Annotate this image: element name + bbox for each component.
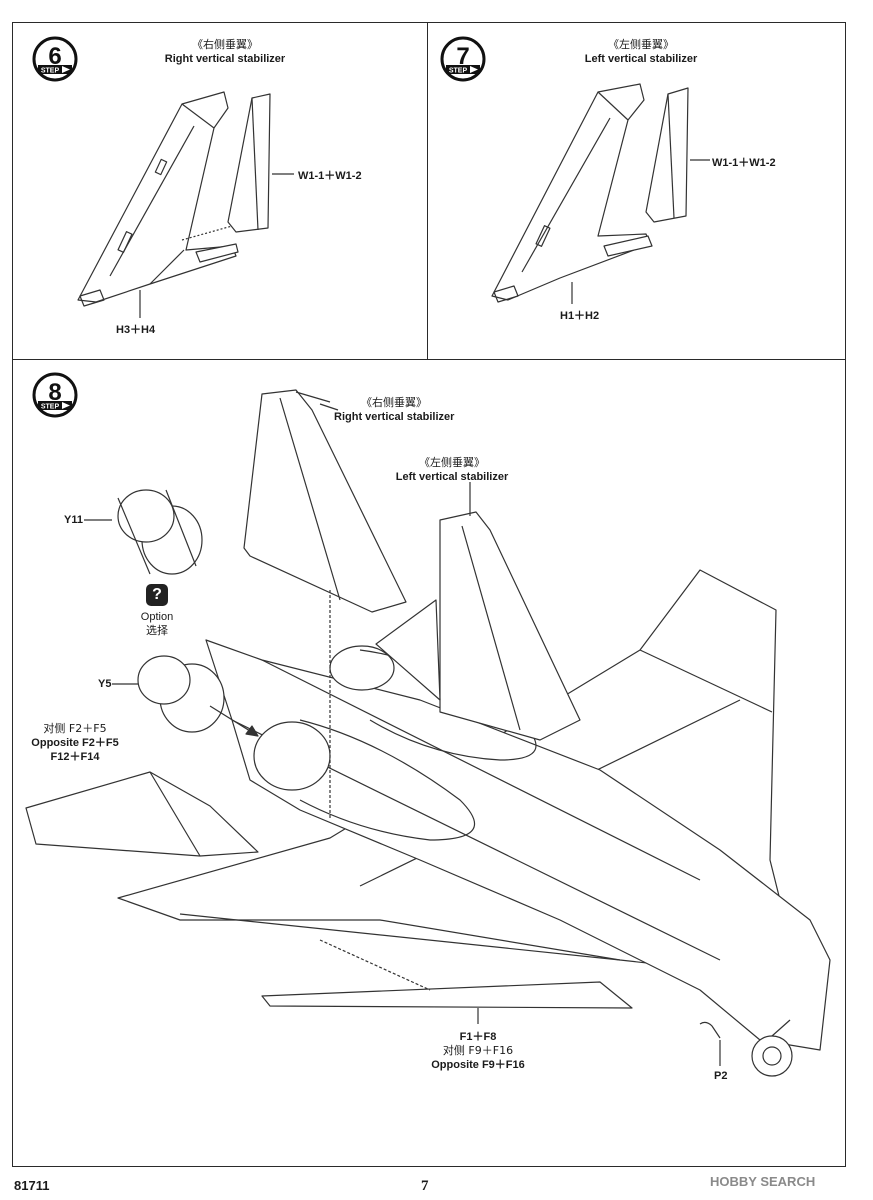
step-8-stab-parts: 对侧 F2＋F5 Opposite F2＋F5 F12＋F14 xyxy=(31,722,119,763)
step-6-title-en: Right vertical stabilizer xyxy=(164,53,286,65)
nozzle-y5 xyxy=(137,655,259,737)
step-6-title: 《右侧垂翼》 Right vertical stabilizer xyxy=(150,38,300,66)
svg-text:STEP: STEP xyxy=(41,68,60,75)
kit-code: 81711 xyxy=(14,1178,50,1193)
step-8-right-stab-label: 《右侧垂翼》 Right vertical stabilizer xyxy=(334,396,455,423)
step-8-badge: 8 STEP xyxy=(32,372,78,418)
step-8-panel xyxy=(12,359,846,1167)
step-6-number: 6 xyxy=(48,43,61,70)
step-6-title-cn: 《右侧垂翼》 xyxy=(192,38,258,51)
step-7-title-en: Left vertical stabilizer xyxy=(584,53,698,65)
step-8-part-y11: Y11 xyxy=(64,514,83,526)
step-7-fin-illustration xyxy=(491,83,710,304)
option-label-cn: 选择 xyxy=(146,624,168,637)
nozzle-y11 xyxy=(117,489,203,575)
step-8-part-p2: P2 xyxy=(714,1070,728,1082)
page-number: 7 xyxy=(421,1178,429,1194)
step-8-number: 8 xyxy=(48,379,61,406)
svg-text:STEP: STEP xyxy=(449,68,468,75)
step-7-number: 7 xyxy=(456,43,469,70)
step-6-fin-illustration xyxy=(77,91,294,318)
step-7-part-h1: H1＋H2 xyxy=(560,310,600,322)
step-8-part-y5: Y5 xyxy=(98,678,112,690)
step-8-aircraft-illustration xyxy=(25,389,831,1077)
option-question-icon: ? xyxy=(146,584,168,606)
option-label-en: Option xyxy=(140,611,174,623)
step-8-wing-parts: F1＋F8 对侧 F9＋F16 Opposite F9＋F16 xyxy=(431,1031,525,1071)
step-8-left-stab-label: 《左侧垂翼》 Left vertical stabilizer xyxy=(395,456,509,483)
step-7-badge: 7 STEP xyxy=(440,36,486,82)
step-6-part-w1: W1-1＋W1-2 xyxy=(298,170,362,182)
step-7-part-w1: W1-1＋W1-2 xyxy=(712,157,776,169)
step-6-badge: 6 STEP xyxy=(32,36,78,82)
step-7-title: 《左侧垂翼》 Left vertical stabilizer xyxy=(566,38,716,66)
option-label: Option 选择 xyxy=(126,610,188,638)
step-6-part-h3: H3＋H4 xyxy=(116,324,156,336)
step-7-title-cn: 《左侧垂翼》 xyxy=(608,38,674,51)
svg-text:STEP: STEP xyxy=(41,404,60,411)
watermark: HOBBY SEARCH xyxy=(710,1174,816,1189)
